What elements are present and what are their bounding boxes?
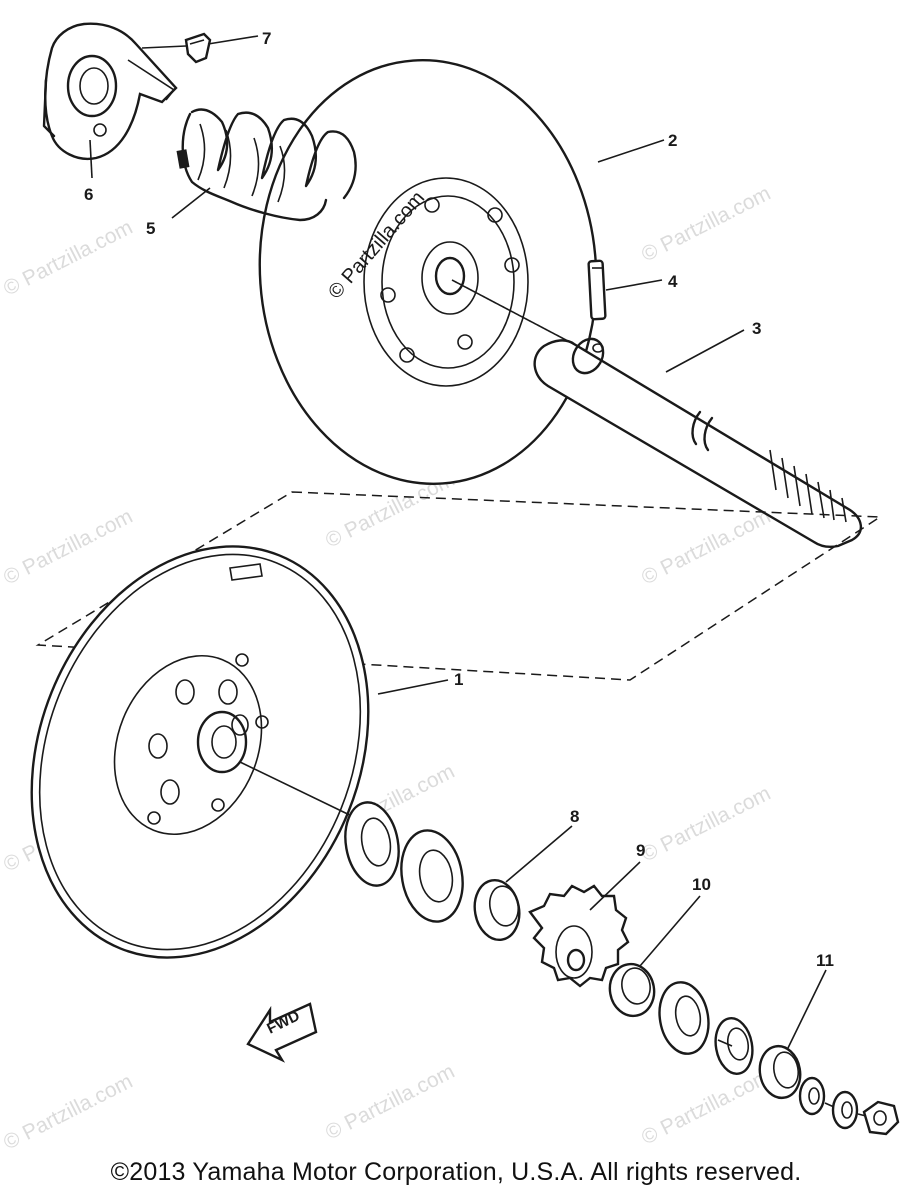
part-5-spring[interactable] xyxy=(176,108,357,222)
watermark: © Partzilla.com xyxy=(0,216,136,301)
callout-10: 10 xyxy=(692,875,711,894)
part-bearing-left[interactable] xyxy=(339,798,405,890)
watermark: © Partzilla.com xyxy=(0,1070,136,1155)
watermark: © Partzilla.com xyxy=(322,1060,459,1145)
callout-8: 8 xyxy=(570,807,579,826)
part-washer-1[interactable] xyxy=(798,1076,826,1116)
part-8-collar[interactable] xyxy=(470,877,524,944)
axis-line-right-2 xyxy=(824,1102,835,1108)
part-seal[interactable] xyxy=(711,1015,756,1076)
callout-9: 9 xyxy=(636,841,645,860)
watermark: © Partzilla.com xyxy=(638,505,775,590)
callout-4: 4 xyxy=(668,272,678,291)
axis-line-lower xyxy=(239,761,361,821)
part-6-cam-bracket[interactable] xyxy=(42,22,178,161)
part-1-sheave-disc[interactable] xyxy=(0,495,428,1008)
axis-line-right xyxy=(717,1039,733,1047)
callout-7: 7 xyxy=(262,29,271,48)
watermark: © Partzilla.com xyxy=(0,505,136,590)
callout-2: 2 xyxy=(668,131,677,150)
callout-11: 11 xyxy=(816,951,834,970)
axis-line-shaft xyxy=(451,279,586,351)
copyright-notice: ©2013 Yamaha Motor Corporation, U.S.A. A… xyxy=(110,1158,802,1186)
part-bearing-right[interactable] xyxy=(654,978,714,1057)
fwd-arrow: FWD xyxy=(246,1002,318,1063)
part-10-ring[interactable] xyxy=(606,961,658,1020)
callout-1: 1 xyxy=(454,670,463,689)
part-nut[interactable] xyxy=(862,1100,900,1136)
part-bearing-middle[interactable] xyxy=(394,825,469,926)
part-7-clip[interactable] xyxy=(184,32,212,64)
watermark: © Partzilla.com xyxy=(638,1065,775,1150)
callout-5: 5 xyxy=(146,219,155,238)
part-washer-2[interactable] xyxy=(831,1090,859,1130)
part-4-pin[interactable] xyxy=(587,259,607,321)
watermark: © Partzilla.com xyxy=(638,182,775,267)
part-11-spacer[interactable] xyxy=(756,1043,804,1101)
callout-3: 3 xyxy=(752,319,761,338)
callouts: 7 2 6 5 4 3 1 8 9 10 11 xyxy=(84,29,834,1049)
part-9-sprocket[interactable] xyxy=(528,884,630,988)
axis-line-right-3 xyxy=(857,1113,867,1117)
part-2-sheave-disc[interactable] xyxy=(246,49,611,495)
callout-6: 6 xyxy=(84,185,93,204)
assembly-outline xyxy=(35,491,883,681)
watermark: © Partzilla.com xyxy=(638,782,775,867)
